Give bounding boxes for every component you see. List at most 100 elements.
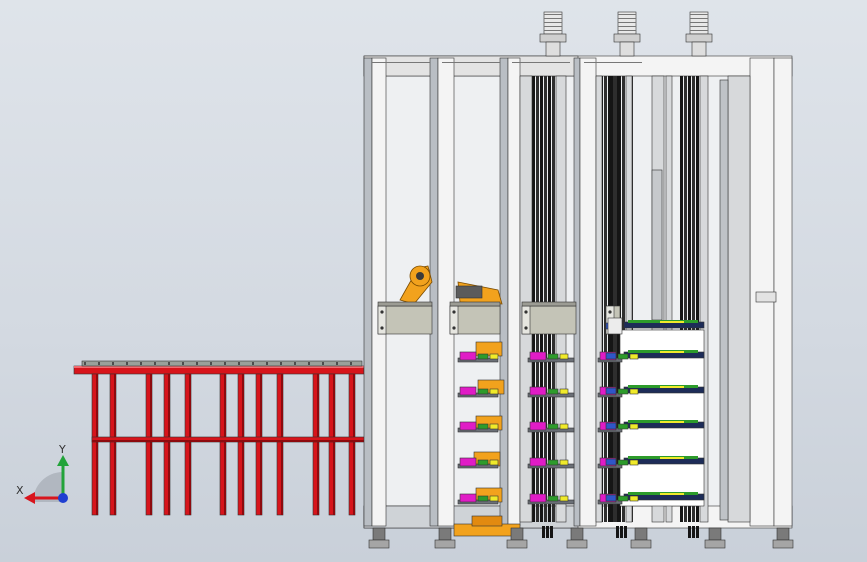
conveyor-leg-shade xyxy=(317,374,319,515)
rail-foot xyxy=(696,526,699,538)
foot-stem xyxy=(372,527,386,541)
conveyor-leg-shade xyxy=(242,374,244,515)
tray-component-green xyxy=(477,495,489,502)
side-bracket xyxy=(755,291,777,303)
motor-fin xyxy=(690,22,708,23)
conveyor-roller xyxy=(84,362,86,365)
rail-foot xyxy=(542,526,545,538)
motor-fin xyxy=(690,30,708,31)
guide-rail xyxy=(540,76,543,522)
frame-post xyxy=(573,57,581,527)
guide-rail xyxy=(610,76,613,522)
tray-strip xyxy=(660,457,684,459)
guide-rails xyxy=(519,75,777,523)
tray-component-yellow xyxy=(629,423,639,430)
foot-pad xyxy=(434,539,456,549)
tray-strip xyxy=(660,321,684,323)
guide-rail xyxy=(684,76,687,522)
frame-post xyxy=(507,57,521,527)
guide-rail xyxy=(552,76,555,522)
beam-bolt xyxy=(524,326,528,330)
conveyor-leg-shade xyxy=(353,374,355,515)
conveyor-top-highlight xyxy=(74,366,364,368)
beam-end-plate xyxy=(449,305,459,335)
tray-component-yellow xyxy=(489,495,499,502)
tray-component-magenta xyxy=(529,457,547,467)
conveyor-roller xyxy=(126,362,128,365)
motor-fin xyxy=(544,18,562,19)
top-beam-line xyxy=(584,62,642,63)
y-axis-label: Y xyxy=(58,443,66,456)
beam-bolt xyxy=(452,326,456,330)
tray-component-magenta xyxy=(529,493,547,503)
tray-component-green xyxy=(547,459,559,466)
transfer-beam xyxy=(449,305,501,335)
tray-component-yellow xyxy=(629,459,639,466)
guide-rail xyxy=(688,76,691,522)
tray-blue-tag xyxy=(605,494,617,502)
tray-component-green xyxy=(477,353,489,360)
frame-post xyxy=(363,57,373,527)
tray-component-magenta xyxy=(459,421,477,431)
conveyor-leg-shade xyxy=(333,374,335,515)
motor-fin xyxy=(690,14,708,15)
conveyor-roller xyxy=(168,362,170,365)
tray-level xyxy=(457,456,705,469)
foot-stem xyxy=(510,527,524,541)
rail-bracket xyxy=(651,169,663,321)
tray-component-green xyxy=(477,423,489,430)
conveyor-roller xyxy=(154,362,156,365)
beam-cap xyxy=(377,301,433,307)
motor-fin xyxy=(544,22,562,23)
tray-strip xyxy=(660,386,684,388)
conveyor-roller xyxy=(266,362,268,365)
frame-post xyxy=(499,57,509,527)
motor-flange xyxy=(539,33,567,43)
guide-rail xyxy=(536,76,539,522)
guide-rail xyxy=(532,76,535,522)
top-beam-line xyxy=(372,62,430,63)
tray-component-magenta xyxy=(459,351,477,361)
tray-strip xyxy=(660,351,684,353)
rail-foot xyxy=(550,526,553,538)
tray-component-yellow xyxy=(489,459,499,466)
rail-column xyxy=(699,75,709,523)
conveyor-leg-shade xyxy=(114,374,116,515)
foot-pad xyxy=(630,539,652,549)
guide-rail xyxy=(604,76,607,522)
tray-component-yellow xyxy=(559,495,569,502)
frame-post xyxy=(429,57,439,527)
conveyor-roller xyxy=(280,362,282,365)
foot-stem xyxy=(776,527,790,541)
frame-top-beam-left xyxy=(363,55,579,77)
conveyor-leg-shade xyxy=(281,374,283,515)
tray-component-magenta xyxy=(459,386,477,396)
frame-post xyxy=(773,57,793,527)
top-beam-line xyxy=(442,62,500,63)
guide-rail xyxy=(612,76,615,522)
conveyor-roller xyxy=(140,362,142,365)
tray-blue-tag xyxy=(605,458,617,466)
tray-component-green xyxy=(617,423,629,430)
motor-fin xyxy=(618,18,636,19)
top-beam-line xyxy=(512,62,570,63)
conveyor-roller xyxy=(308,362,310,365)
foot-stem xyxy=(438,527,452,541)
guide-rail xyxy=(614,76,617,522)
tray-component-magenta xyxy=(529,421,547,431)
robot-joint-center xyxy=(416,272,424,280)
tray-component-yellow xyxy=(629,388,639,395)
guide-rail xyxy=(544,76,547,522)
rail-column xyxy=(595,75,603,523)
conveyor-roller xyxy=(210,362,212,365)
motor-fin xyxy=(618,30,636,31)
x-axis-label: X xyxy=(16,484,24,497)
frame-post xyxy=(437,57,455,527)
motor-coupling xyxy=(691,41,707,57)
foot-stem xyxy=(634,527,648,541)
tray-component-yellow xyxy=(489,353,499,360)
triad-origin xyxy=(58,493,68,503)
tray-rack-panel xyxy=(619,329,705,507)
